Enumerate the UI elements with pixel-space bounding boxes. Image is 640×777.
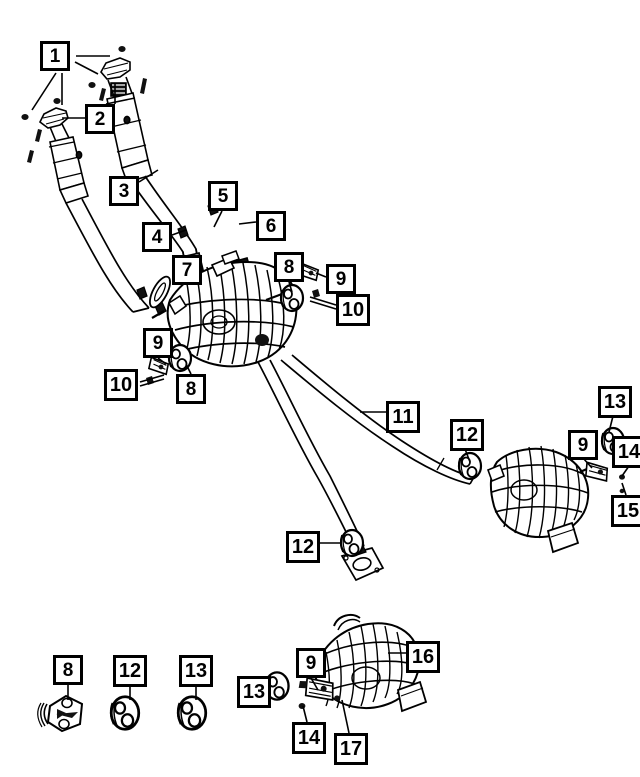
- callout-9[interactable]: 9: [568, 430, 598, 460]
- callout-4[interactable]: 4: [142, 222, 172, 252]
- callout-12[interactable]: 12: [286, 531, 320, 563]
- catalytic-converter-left: [38, 107, 89, 204]
- exhaust-flange-gasket: [149, 275, 171, 309]
- converter-left-hardware: [21, 98, 61, 163]
- legend-isolator-8: [37, 694, 84, 733]
- isolator-bushing-tailpipe: [339, 528, 365, 558]
- callout-11[interactable]: 11: [386, 401, 420, 433]
- callout-7[interactable]: 7: [172, 255, 202, 285]
- callout-6[interactable]: 6: [256, 211, 286, 241]
- callout-8[interactable]: 8: [274, 252, 304, 282]
- callout-10[interactable]: 10: [336, 294, 370, 326]
- rear-muffler: [486, 445, 597, 554]
- callout-8[interactable]: 8: [176, 374, 206, 404]
- callout-14[interactable]: 14: [292, 722, 326, 754]
- callout-17[interactable]: 17: [334, 733, 368, 765]
- callout-2[interactable]: 2: [85, 104, 115, 134]
- converter-right-hardware: [88, 46, 147, 101]
- callout-9[interactable]: 9: [296, 648, 326, 678]
- isolator-bushing-rear-pipe: [457, 451, 483, 481]
- tail-pipe: [257, 354, 475, 553]
- rear-muffler-detail-view: [263, 613, 428, 713]
- callout-leader-lines: [31, 55, 630, 734]
- callout-10[interactable]: 10: [104, 369, 138, 401]
- callout-8[interactable]: 8: [53, 655, 83, 685]
- callout-5[interactable]: 5: [208, 181, 238, 211]
- callout-14[interactable]: 14: [612, 436, 640, 468]
- callout-13[interactable]: 13: [179, 655, 213, 687]
- exhaust-clamp-group: [136, 202, 219, 316]
- callout-16[interactable]: 16: [406, 641, 440, 673]
- callout-13[interactable]: 13: [237, 676, 271, 708]
- legend-isolator-13: [176, 695, 208, 731]
- legend-isolator-12: [109, 695, 141, 731]
- callout-1[interactable]: 1: [40, 41, 70, 71]
- callout-3[interactable]: 3: [109, 176, 139, 206]
- callout-15[interactable]: 15: [611, 495, 640, 527]
- callout-12[interactable]: 12: [113, 655, 147, 687]
- callout-13[interactable]: 13: [598, 386, 632, 418]
- callout-9[interactable]: 9: [326, 264, 356, 294]
- callout-12[interactable]: 12: [450, 419, 484, 451]
- callout-9[interactable]: 9: [143, 328, 173, 358]
